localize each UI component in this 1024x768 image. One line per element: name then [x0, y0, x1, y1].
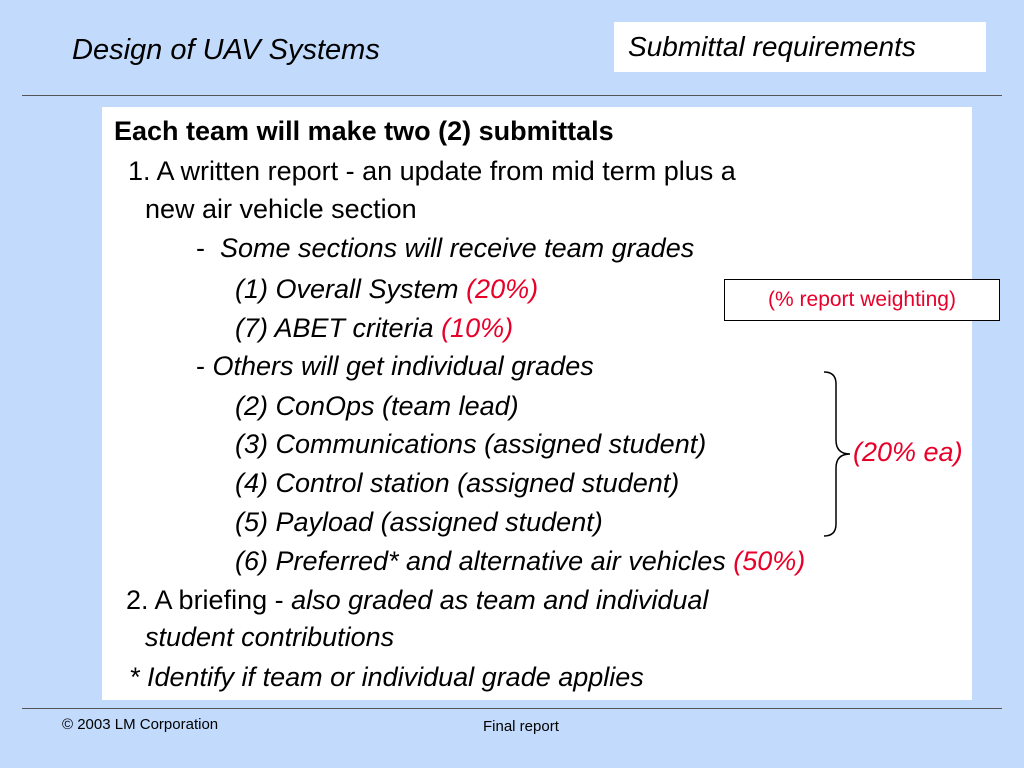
section-tag: Submittal requirements: [614, 22, 986, 72]
footer-divider: [22, 708, 1002, 709]
section-6-line: (6) Preferred* and alternative air vehic…: [235, 545, 805, 577]
individual-grades-line: - Others will get individual grades: [196, 350, 594, 382]
section-7-percent: (10%): [441, 313, 514, 343]
section-2-line: (2) ConOps (team lead): [235, 391, 519, 421]
individual-dash: -: [196, 351, 205, 381]
header-divider: [22, 95, 1002, 96]
team-grades-line: - Some sections will receive team grades: [196, 232, 694, 264]
section-6-percent: (50%): [733, 546, 806, 576]
section-3-line: (3) Communications (assigned student): [235, 429, 707, 459]
section-6-text: (6) Preferred* and alternative air vehic…: [235, 546, 726, 576]
footer-label: Final report: [483, 718, 559, 735]
section-7-text: (7) ABET criteria: [235, 313, 434, 343]
section-1-percent: (20%): [466, 274, 539, 304]
team-dash: -: [196, 233, 205, 263]
item-2-line-2: student contributions: [145, 622, 395, 652]
footnote-line: * Identify if team or individual grade a…: [129, 662, 644, 692]
item-2-prefix: 2. A briefing -: [126, 585, 284, 615]
slide-title: Design of UAV Systems: [72, 34, 380, 66]
section-5-line: (5) Payload (assigned student): [235, 507, 603, 537]
section-7-line: (7) ABET criteria (10%): [235, 312, 513, 344]
item-1-line-1: 1. A written report - an update from mid…: [128, 156, 736, 186]
section-1-text: (1) Overall System: [235, 274, 459, 304]
individual-grades-text: Others will get individual grades: [212, 351, 594, 381]
section-4-line: (4) Control station (assigned student): [235, 468, 680, 498]
item-1-line-2: new air vehicle section: [145, 194, 417, 224]
footer-copyright: © 2003 LM Corporation: [62, 716, 219, 733]
each-weighting-note: (20% ea): [853, 437, 963, 467]
content-heading: Each team will make two (2) submittals: [114, 116, 614, 146]
team-grades-text: Some sections will receive team grades: [220, 233, 695, 263]
weighting-note: (% report weighting): [724, 279, 1000, 321]
right-brace-icon: [823, 371, 851, 537]
content-box: Each team will make two (2) submittals 1…: [102, 107, 972, 700]
item-2-line-1: 2. A briefing - also graded as team and …: [126, 584, 708, 616]
item-2-italic: also graded as team and individual: [291, 585, 709, 615]
section-1-line: (1) Overall System (20%): [235, 273, 538, 305]
